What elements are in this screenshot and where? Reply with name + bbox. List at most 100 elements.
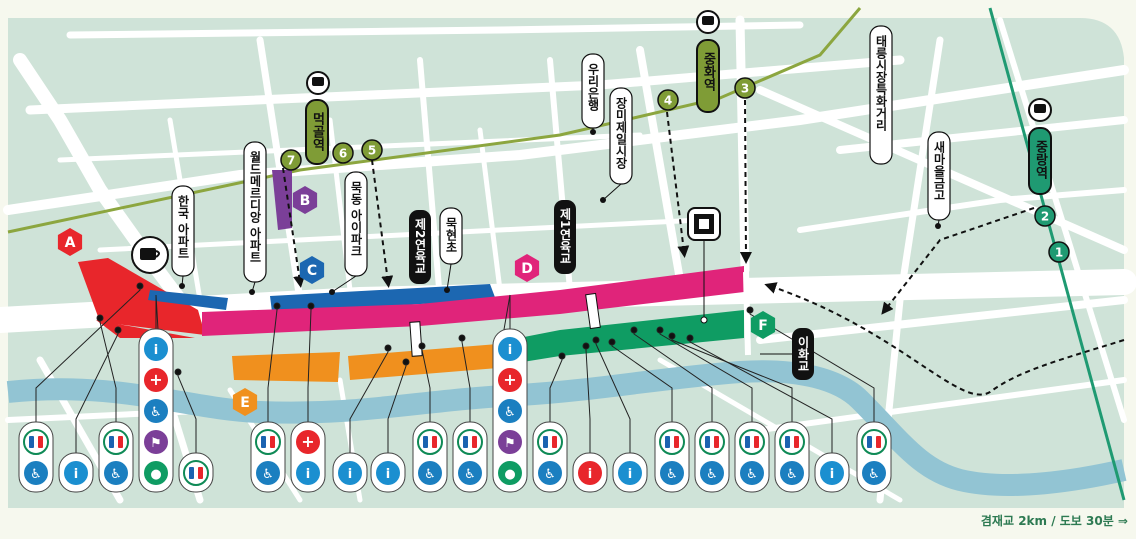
svg-text:태릉시장특화거리: 태릉시장특화거리 (874, 34, 888, 132)
restroom-icon (23, 429, 49, 455)
svg-text:D: D (521, 261, 533, 277)
svg-text:F: F (758, 318, 768, 334)
facility-column-7: +i (290, 421, 326, 493)
facility-column-3: ♿ (98, 421, 134, 493)
svg-text:i: i (508, 343, 512, 358)
facility-column-9: i (370, 452, 406, 493)
facility-column-8: i (332, 452, 368, 493)
info-icon: i (144, 337, 168, 361)
zone-badge-d: D (514, 254, 540, 282)
facility-column-13: ♿ (532, 421, 568, 493)
svg-text:⚑: ⚑ (150, 436, 162, 451)
facility-column-6: ♿ (250, 421, 286, 493)
svg-text:♿: ♿ (150, 405, 162, 420)
exit-badge-5: 5 (361, 139, 383, 161)
restroom-icon (417, 429, 443, 455)
facility-column-17: ♿ (694, 421, 730, 493)
svg-text:장미제일시장: 장미제일시장 (614, 97, 628, 170)
pet-icon: ⚑ (498, 430, 522, 454)
zone-badge-f: F (750, 311, 776, 339)
exit-badge-1: 1 (1048, 241, 1070, 263)
station-label-meokgol: 먹골역 (310, 111, 325, 152)
facility-column-10: ♿ (412, 421, 448, 493)
facility-column-18: ♿ (734, 421, 770, 493)
walk-path-2 (881, 207, 1035, 315)
zone-badges: A B C D E F (57, 186, 776, 416)
svg-text:♿: ♿ (30, 467, 42, 482)
facility-column-11: ♿ (452, 421, 488, 493)
svg-text:5: 5 (368, 144, 376, 158)
accessible-icon: ♿ (418, 461, 442, 485)
station-label-junghwa: 중화역 (701, 52, 716, 92)
svg-text:●: ● (150, 467, 161, 482)
svg-text:i: i (154, 343, 158, 358)
svg-text:묵현초: 묵현초 (444, 217, 458, 253)
bridge-marker-ihwa (743, 271, 751, 356)
svg-text:i: i (74, 467, 78, 482)
svg-text:C: C (307, 263, 317, 279)
accessible-icon: ♿ (24, 461, 48, 485)
svg-text:한국 아파트: 한국 아파트 (176, 194, 190, 260)
facility-column-14: i (572, 452, 608, 493)
restroom-icon (699, 429, 725, 455)
water-icon: ● (498, 461, 522, 485)
svg-text:새마을금고: 새마을금고 (932, 140, 946, 201)
svg-text:♿: ♿ (464, 467, 476, 482)
info-icon: i (376, 461, 400, 485)
bridge-label-ihwa: 이화교 (792, 328, 814, 380)
distance-note: 겸재교 2km / 도보 30분 ⇒ (980, 514, 1128, 528)
svg-text:i: i (306, 467, 310, 482)
info-icon: i (498, 337, 522, 361)
place-label-mukhyeon: 묵현초 (439, 207, 463, 293)
accessible-icon: ♿ (538, 461, 562, 485)
facility-column-19: ♿ (774, 421, 810, 493)
svg-text:월드메르디앙 아파트: 월드메르디앙 아파트 (248, 150, 262, 264)
svg-text:♿: ♿ (868, 467, 880, 482)
zone-e-area-left (232, 352, 340, 382)
zone-badge-e: E (232, 388, 258, 416)
exit-arrows (282, 99, 752, 288)
bridge-marker-2 (409, 321, 423, 357)
accessible-icon: ♿ (104, 461, 128, 485)
bridge-label-mukdong: 제2연육교 (409, 210, 431, 284)
zone-f-area (498, 310, 744, 366)
accessible-icon: ♿ (740, 461, 764, 485)
zone-a-strip (96, 320, 195, 338)
svg-text:+: + (149, 370, 162, 389)
pet-icon: ⚑ (144, 430, 168, 454)
meokgol-station: 먹골역 (305, 71, 330, 165)
restroom-icon (659, 429, 685, 455)
walk-path (764, 282, 1125, 396)
svg-text:♿: ♿ (706, 467, 718, 482)
place-label-world-meridian: 월드메르디앙 아파트 (243, 141, 267, 295)
exit-badge-3: 3 (734, 77, 756, 99)
svg-text:B: B (300, 193, 311, 209)
svg-text:우리은행: 우리은행 (586, 63, 600, 112)
place-label-mukdong-apt: 묵동 아이파크 (329, 171, 368, 295)
restroom-icon (779, 429, 805, 455)
svg-text:6: 6 (339, 147, 347, 161)
zone-badge-a: A (57, 228, 83, 256)
svg-text:+: + (301, 432, 314, 451)
svg-text:i: i (588, 467, 592, 482)
facility-column-12: i+♿⚑● (492, 328, 528, 493)
svg-text:4: 4 (664, 94, 672, 108)
bridge-marker-1 (585, 292, 601, 330)
svg-text:i: i (830, 467, 834, 482)
exit-badge-7: 7 (280, 149, 302, 171)
exit-badge-4: 4 (657, 89, 679, 111)
svg-text:●: ● (504, 467, 515, 482)
svg-text:♿: ♿ (424, 467, 436, 482)
zone-b-area (272, 170, 292, 230)
facility-column-21: ♿ (856, 421, 892, 493)
place-label-saemaeul: 새마을금고 (927, 131, 951, 229)
junglang-station: 중랑역 (1028, 98, 1052, 195)
exit-badge-6: 6 (332, 142, 354, 164)
svg-text:♿: ♿ (746, 467, 758, 482)
facility-column-20: i (814, 452, 850, 493)
svg-text:♿: ♿ (666, 467, 678, 482)
restroom-icon (183, 460, 209, 486)
station-label-junglang: 중랑역 (1033, 140, 1048, 180)
